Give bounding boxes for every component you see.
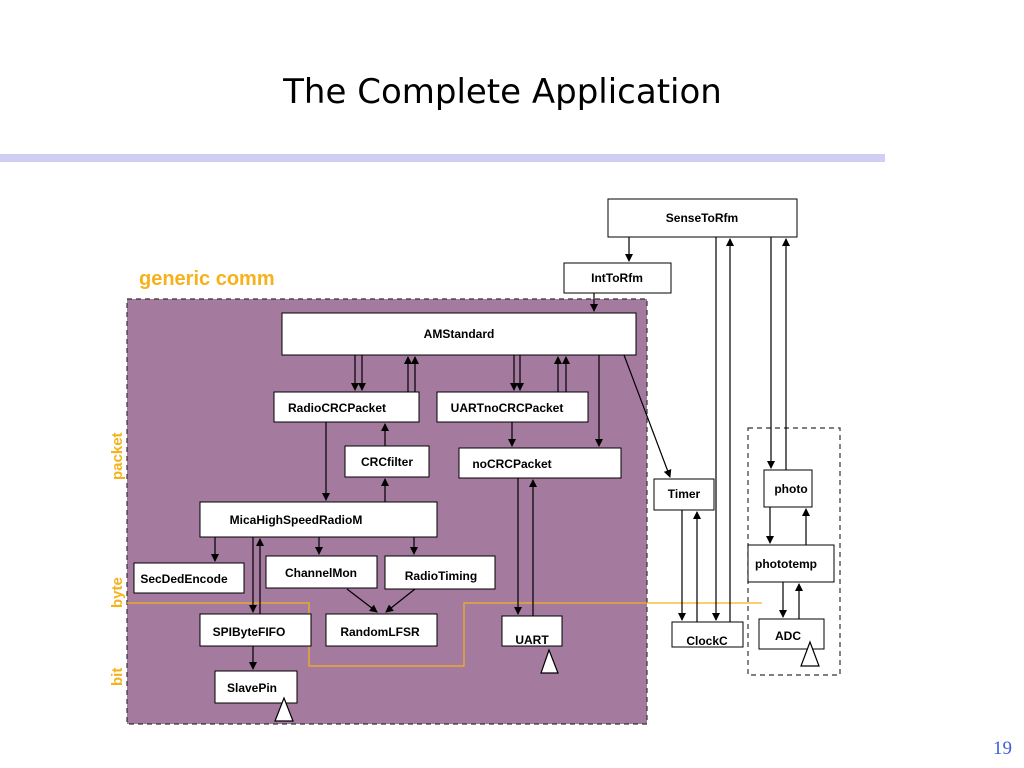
node-mica-high-speed-radio: MicaHighSpeedRadioM xyxy=(199,501,438,538)
svg-text:noCRCPacket: noCRCPacket xyxy=(472,457,551,471)
node-random-lfsr: RandomLFSR xyxy=(325,613,438,647)
svg-text:ADC: ADC xyxy=(775,629,801,643)
node-adc: ADC xyxy=(758,618,825,650)
svg-text:UART: UART xyxy=(515,633,549,647)
svg-text:photo: photo xyxy=(774,482,807,496)
byte-link-line xyxy=(127,602,762,667)
svg-text:SecDedEncode: SecDedEncode xyxy=(140,572,228,586)
node-int-to-rfm: IntToRfm xyxy=(563,262,672,294)
svg-text:SPIByteFIFO: SPIByteFIFO xyxy=(213,625,286,639)
layer-label-bit: bit xyxy=(109,668,126,686)
svg-text:Timer: Timer xyxy=(668,487,701,501)
svg-text:SlavePin: SlavePin xyxy=(227,681,277,695)
title-rule xyxy=(0,154,885,162)
hardware-triangle-adc xyxy=(800,640,820,667)
svg-text:AMStandard: AMStandard xyxy=(424,327,495,341)
node-radio-timing: RadioTiming xyxy=(384,555,496,590)
slide-title: The Complete Application xyxy=(283,72,722,112)
svg-text:ClockC: ClockC xyxy=(686,634,728,648)
node-clock-c: ClockC xyxy=(671,621,744,648)
node-sec-ded-encode: SecDedEncode xyxy=(133,562,245,594)
node-sense-to-rfm: SenseToRfm xyxy=(607,198,798,238)
region-label: generic comm xyxy=(139,268,275,290)
node-phototemp: phototemp xyxy=(747,544,835,583)
svg-text:RadioTiming: RadioTiming xyxy=(405,569,477,583)
node-am-standard: AMStandard xyxy=(281,312,637,356)
node-uart: UART xyxy=(501,615,563,647)
node-radio-crc-packet: RadioCRCPacket xyxy=(273,391,420,423)
node-crc-filter: CRCfilter xyxy=(344,445,430,478)
hardware-triangle-uart xyxy=(540,648,559,674)
svg-text:ChannelMon: ChannelMon xyxy=(285,566,357,580)
node-spi-byte-fifo: SPIByteFIFO xyxy=(199,613,312,647)
sensor-region xyxy=(747,427,841,676)
svg-text:IntToRfm: IntToRfm xyxy=(591,271,643,285)
svg-text:UARTnoCRCPacket: UARTnoCRCPacket xyxy=(451,401,564,415)
svg-text:SenseToRfm: SenseToRfm xyxy=(666,211,738,225)
svg-text:MicaHighSpeedRadioM: MicaHighSpeedRadioM xyxy=(230,513,363,527)
svg-text:RadioCRCPacket: RadioCRCPacket xyxy=(288,401,386,415)
node-channel-mon: ChannelMon xyxy=(265,555,378,589)
node-no-crc-packet: noCRCPacket xyxy=(458,447,622,479)
svg-text:RandomLFSR: RandomLFSR xyxy=(340,625,420,639)
layer-label-packet: packet xyxy=(109,432,126,480)
node-timer: Timer xyxy=(653,478,715,511)
svg-text:phototemp: phototemp xyxy=(755,557,817,571)
diagram-arrows xyxy=(211,237,810,670)
slide-number: 19 xyxy=(993,738,1012,759)
node-photo: photo xyxy=(763,469,813,508)
hardware-triangle-slave-pin xyxy=(274,696,294,722)
node-slave-pin: SlavePin xyxy=(214,670,298,704)
node-uart-no-crc-packet: UARTnoCRCPacket xyxy=(436,391,589,423)
layer-label-byte: byte xyxy=(109,577,126,608)
svg-text:CRCfilter: CRCfilter xyxy=(361,455,413,469)
